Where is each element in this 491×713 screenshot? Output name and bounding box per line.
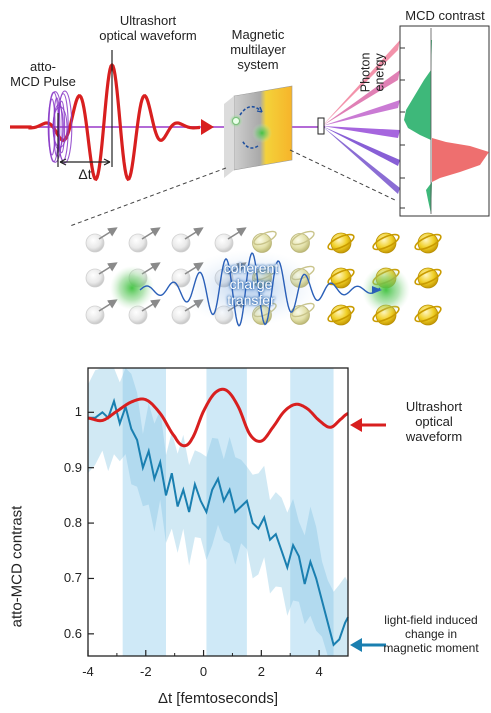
transfer-label-line1: coherent	[223, 260, 279, 276]
photon-energy-label: Photon energy	[359, 37, 388, 107]
multilayer-label: Magnetic multilayer system	[218, 27, 298, 73]
spin-atom-mixed	[290, 233, 310, 253]
spin-orbit-ring	[291, 230, 315, 246]
waveform-arrowhead	[201, 119, 214, 135]
y-tick-label: 0.9	[63, 459, 82, 475]
delay-bracket	[57, 50, 113, 167]
mcd-spectrum-panel	[399, 25, 490, 217]
spectrometer-fan	[317, 40, 400, 194]
y-tick-label: 0.7	[63, 570, 82, 586]
charge-transfer-arrowhead	[372, 286, 382, 294]
spin-orbit-ring	[414, 305, 442, 323]
photon-label-line2: energy	[373, 53, 387, 92]
multilayer-label-line1: Magnetic	[231, 27, 285, 42]
spin-orbit-ring	[414, 268, 442, 286]
series-line-atto-mcd-contrast	[88, 397, 349, 647]
x-axis-label: Δt [femtoseconds]	[157, 690, 279, 707]
y-axis-label: atto-MCD contrast	[8, 505, 26, 628]
waveform-label-line2: optical waveform	[99, 27, 197, 43]
spin-arrow	[141, 227, 161, 240]
plot-frame	[87, 367, 349, 657]
shaded-interval	[206, 368, 247, 656]
ultrashort-waveform-top	[10, 62, 201, 182]
spin-arrow	[184, 227, 204, 240]
callout-bottom-line2: change in	[404, 626, 458, 641]
mcd-green-lower	[426, 182, 432, 214]
spin-orbit-ring	[372, 233, 400, 251]
spin-arrow	[227, 227, 247, 240]
signal-uncertainty-band	[88, 368, 348, 656]
spin-arrow	[98, 262, 118, 275]
spin-arrow	[98, 299, 118, 312]
multilayer-slab-icon	[224, 85, 293, 178]
delay-label: Δt	[78, 166, 92, 182]
mcd-green-lobe	[404, 40, 432, 140]
spin-orbit-ring	[327, 305, 355, 323]
y-tick-label: 1	[74, 404, 82, 420]
callout-top-line3: waveform	[405, 428, 463, 444]
charge-transfer-label: coherent charge transfer	[196, 260, 306, 308]
y-tick-label: 0.8	[63, 515, 82, 531]
callout-top-line2: optical	[415, 413, 453, 429]
spin-arrow	[98, 227, 118, 240]
atto-pulse-label-line2: MCD Pulse	[10, 73, 76, 89]
signal-callout-arrow	[350, 638, 386, 652]
shaded-interval	[290, 368, 334, 656]
callout-top-line1: Ultrashort	[405, 399, 463, 414]
spin-orbit-ring	[327, 268, 355, 286]
atto-pulse-label-line1: atto-	[29, 59, 56, 74]
spin-orbit-ring	[327, 233, 355, 251]
series-line-ultrashort-waveform	[87, 387, 349, 448]
x-tick-label: 2	[257, 664, 265, 679]
waveform-label-line1: Ultrashort	[119, 13, 177, 28]
callout-bottom-line1: light-field induced	[384, 613, 478, 627]
x-tick-label: -2	[139, 664, 152, 679]
charge-source-glow	[110, 266, 154, 310]
x-tick-label: 0	[199, 664, 208, 679]
signal-callout-label: light-field induced change in magnetic m…	[372, 613, 490, 655]
spin-arrow	[141, 299, 161, 312]
shaded-bands	[122, 368, 334, 656]
charge-transfer-wave	[139, 252, 381, 327]
top-panel	[10, 25, 490, 227]
multilayer-label-line3: system	[237, 56, 279, 72]
waveform-callout-arrow	[350, 418, 386, 432]
zoom-line-right	[289, 149, 396, 201]
spin-atom-mixed	[252, 233, 272, 253]
waveform-callout-label: Ultrashort optical waveform	[384, 399, 484, 445]
charge-target-glow	[362, 266, 410, 314]
shaded-interval	[122, 368, 166, 656]
mcd-red-lobe	[432, 138, 489, 182]
transfer-label-line3: transfer	[227, 292, 275, 309]
middle-panel	[85, 227, 442, 327]
callout-bottom-line3: magnetic moment	[383, 640, 479, 655]
wave-packet-glow	[180, 250, 320, 326]
x-tick-label: 4	[315, 664, 323, 679]
mcd-contrast-title: MCD contrast	[405, 8, 485, 23]
x-tick-label: -4	[82, 664, 94, 679]
spin-orbit-ring	[414, 233, 442, 251]
multilayer-label-line2: multilayer	[230, 41, 286, 57]
transfer-label-line2: charge	[229, 276, 273, 293]
photon-label-line1: Photon	[358, 52, 373, 93]
spin-orbit-ring	[253, 230, 277, 246]
waveform-label: Ultrashort optical waveform	[88, 13, 208, 44]
y-tick-label: 0.6	[63, 625, 82, 641]
atto-pulse-label: atto- MCD Pulse	[8, 59, 78, 90]
plot-panel	[87, 367, 386, 657]
